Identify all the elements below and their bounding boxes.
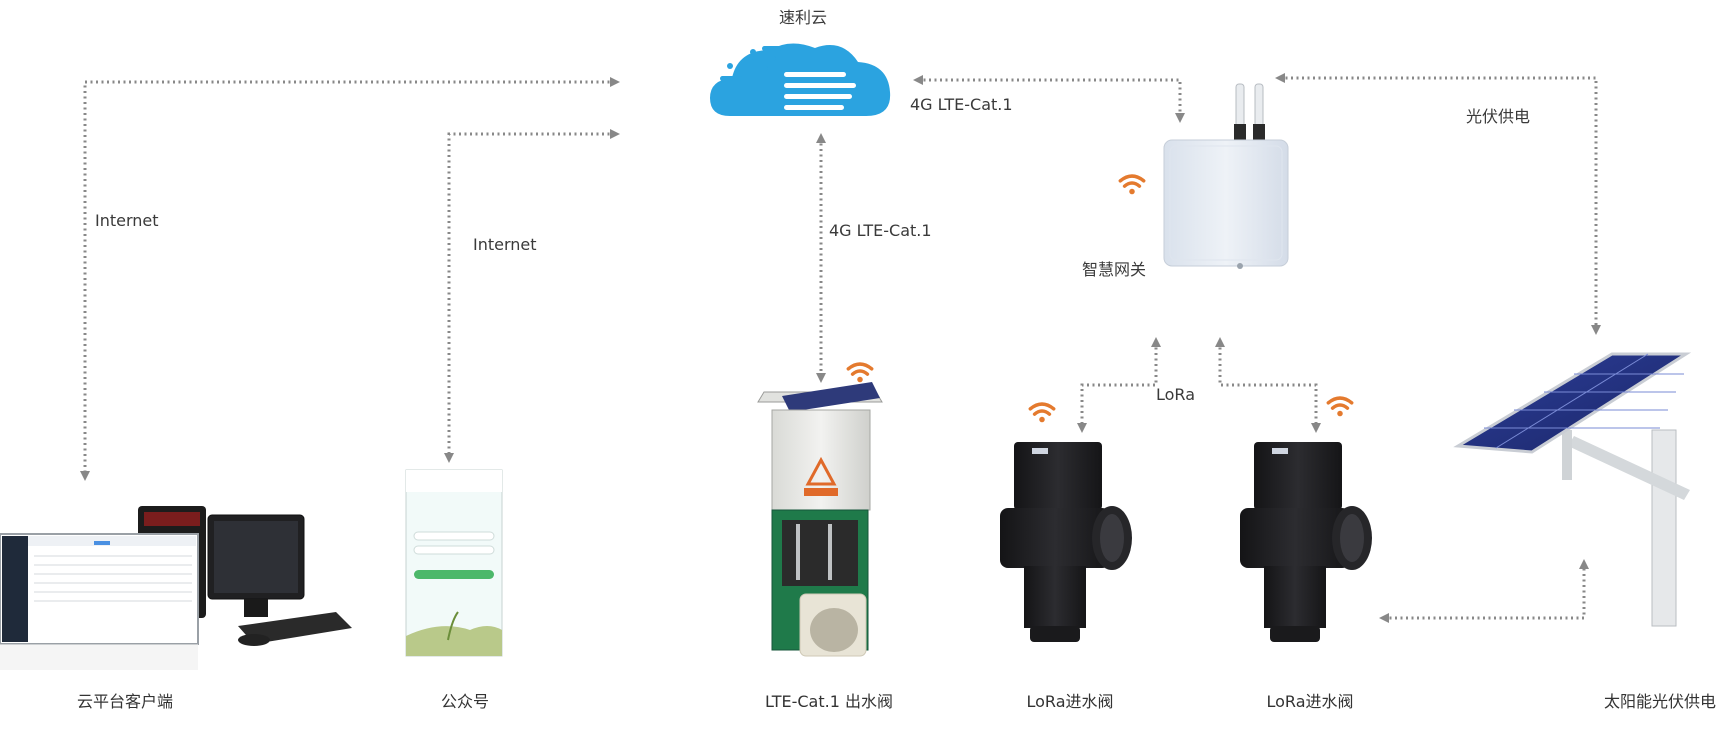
caption-client: 云平台客户端 [76, 692, 173, 711]
caption-solar: 太阳能光伏供电 [1603, 692, 1716, 711]
link-label-gateway: 4G LTE-Cat.1 [910, 95, 1013, 114]
link-label-lora: LoRa [1156, 385, 1195, 404]
caption-inlet-1: LoRa进水阀 [1026, 692, 1114, 711]
caption-outlet: LTE-Cat.1 出水阀 [765, 692, 893, 711]
link-lora-inlet2 [1215, 337, 1321, 433]
wifi-signal-icon [1326, 396, 1354, 418]
cloud-label: 速利云 [779, 8, 828, 27]
wifi-signal-icon [1118, 174, 1146, 196]
cloud-icon [710, 43, 891, 116]
link-solar-inlet2 [1379, 559, 1589, 623]
link-lora-inlet1 [1077, 337, 1161, 433]
link-label-client: Internet [95, 211, 159, 230]
link-solar-gateway [1275, 73, 1601, 335]
link-gateway-cloud [913, 75, 1185, 123]
link-label-wechat: Internet [473, 235, 537, 254]
gateway-label: 智慧网关 [1082, 260, 1147, 279]
link-label-outlet: 4G LTE-Cat.1 [829, 221, 932, 240]
link-client-cloud [80, 77, 620, 481]
phone-icon [405, 469, 503, 657]
connection-lines [80, 73, 1601, 623]
valve-cabinet-icon [757, 382, 883, 657]
link-label-solar: 光伏供电 [1466, 107, 1531, 126]
wifi-signal-icon [1028, 402, 1056, 424]
caption-inlet-2: LoRa进水阀 [1266, 692, 1354, 711]
gateway-router-icon [1163, 83, 1289, 269]
caption-wechat: 公众号 [440, 692, 489, 711]
wifi-signal-icon [846, 362, 874, 384]
solar-panel-icon [1453, 352, 1692, 627]
inlet-valve-icon [1000, 442, 1132, 642]
link-wechat-cloud [444, 129, 620, 463]
computer-icon [0, 506, 352, 670]
inlet-valve-icon [1240, 442, 1372, 642]
